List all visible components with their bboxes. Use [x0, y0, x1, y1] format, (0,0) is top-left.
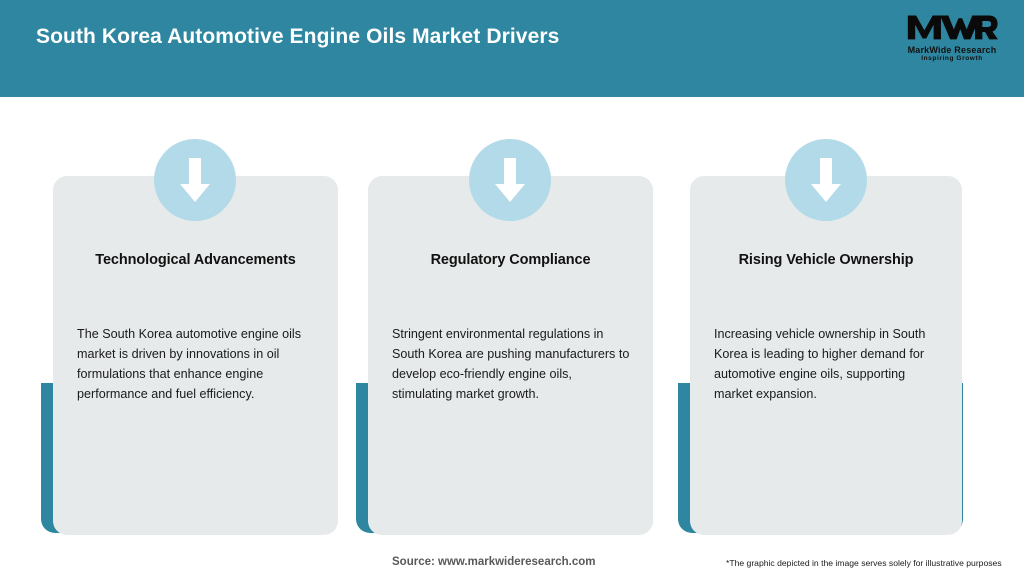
down-arrow-glyph — [180, 158, 210, 202]
down-arrow-glyph — [495, 158, 525, 202]
logo-tagline: Inspiring Growth — [921, 55, 983, 62]
down-arrow-glyph — [811, 158, 841, 202]
card-body — [53, 176, 338, 535]
footer-disclaimer: *The graphic depicted in the image serve… — [726, 558, 1002, 568]
driver-card-2[interactable]: Regulatory Compliance Stringent environm… — [356, 139, 653, 535]
logo-company-name: MarkWide Research — [907, 45, 997, 55]
page-title: South Korea Automotive Engine Oils Marke… — [36, 25, 560, 48]
card-body — [368, 176, 653, 535]
footer-source: Source: www.markwideresearch.com — [392, 556, 596, 568]
down-arrow-icon — [469, 139, 551, 221]
driver-card-3[interactable]: Rising Vehicle Ownership Increasing vehi… — [678, 139, 963, 535]
card-description: The South Korea automotive engine oils m… — [77, 327, 302, 401]
card-title: Regulatory Compliance — [430, 252, 591, 268]
card-description: Increasing vehicle ownership in South Ko… — [714, 327, 926, 401]
mwr-monogram-icon — [907, 15, 998, 40]
down-arrow-icon — [154, 139, 236, 221]
card-description: Stringent environmental regulations in S… — [392, 327, 630, 401]
driver-card-1[interactable]: Technological Advancements The South Kor… — [41, 139, 338, 535]
brand-logo: MarkWide Research Inspiring Growth — [898, 10, 1006, 68]
card-title: Technological Advancements — [95, 252, 296, 268]
card-body — [690, 176, 962, 535]
card-title: Rising Vehicle Ownership — [738, 252, 914, 268]
down-arrow-icon — [785, 139, 867, 221]
header-band — [0, 0, 1024, 97]
